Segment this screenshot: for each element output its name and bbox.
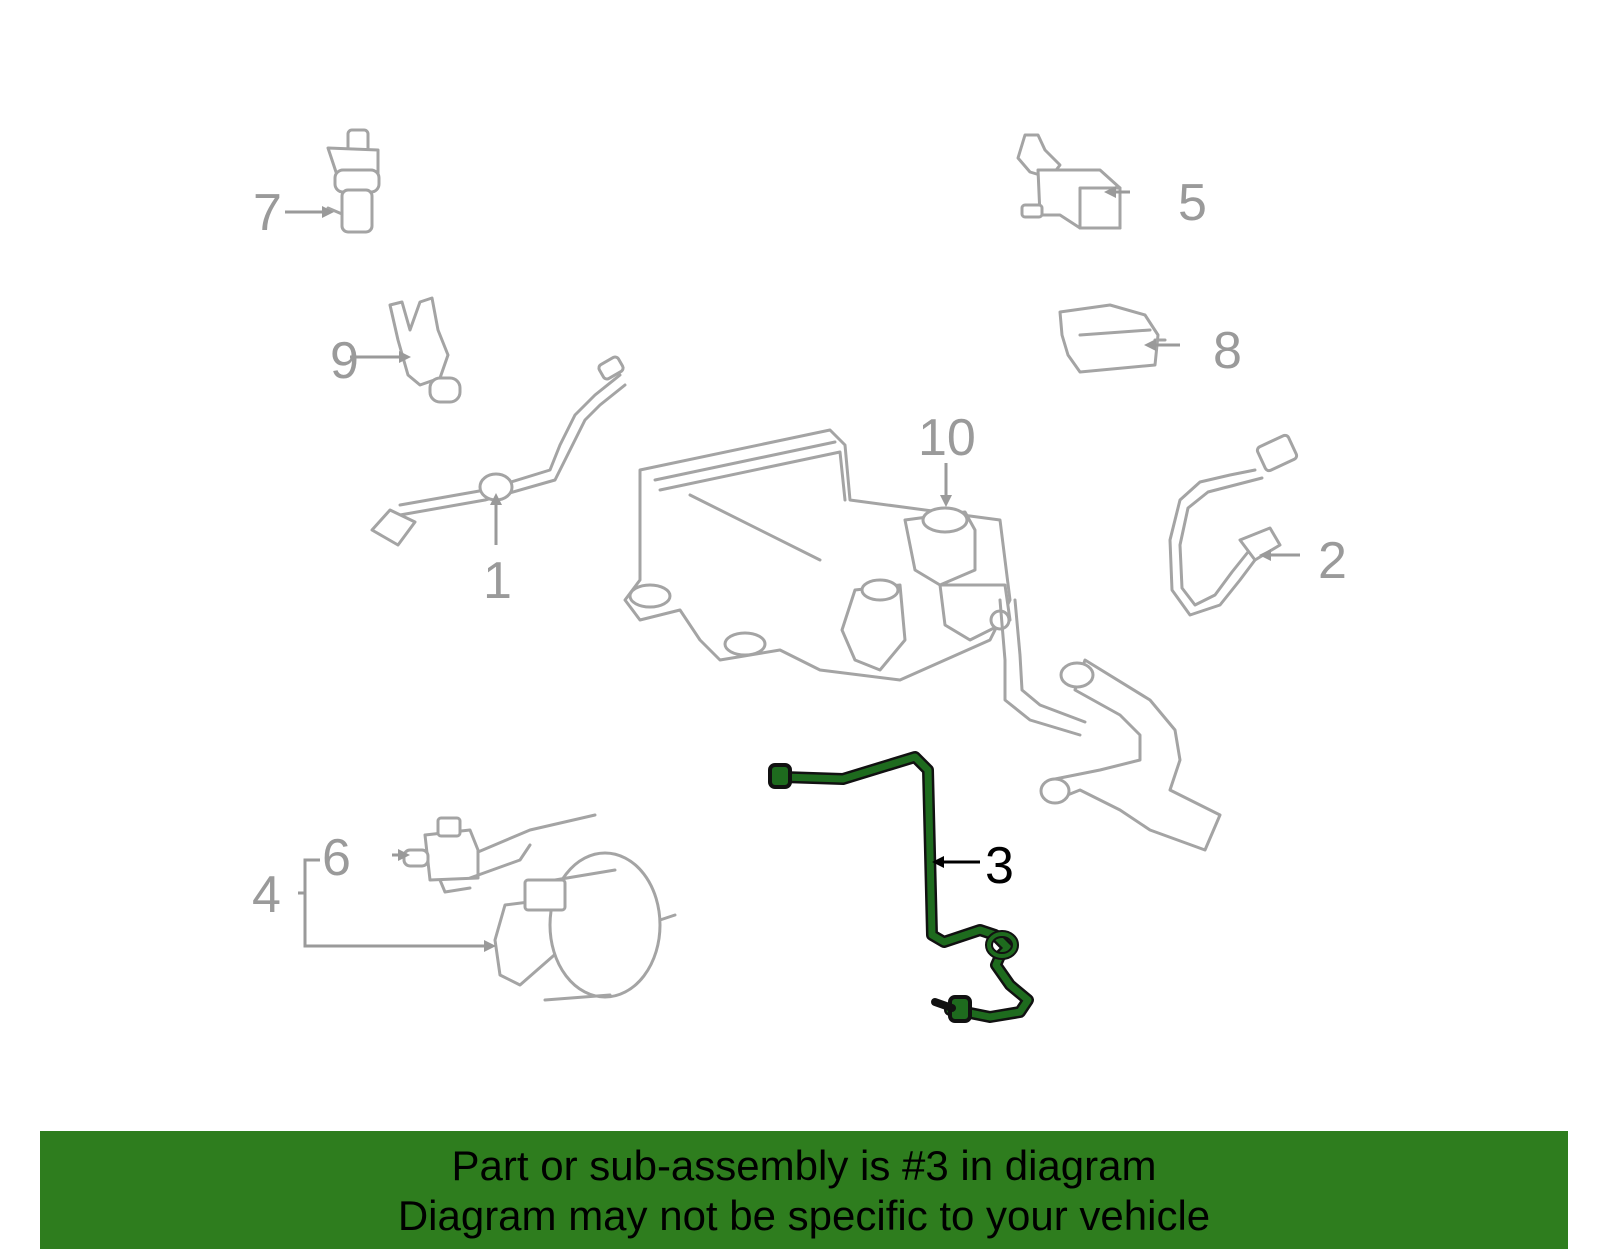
part-1-oxygen-sensor — [370, 355, 627, 547]
part-hose — [1039, 658, 1222, 852]
callout-1: 1 — [483, 552, 512, 610]
part-9-switch — [388, 296, 462, 404]
part-8-module — [1058, 303, 1167, 374]
part-3-highlighted-pipe — [768, 751, 1034, 1023]
callout-numbers: 7 5 9 8 10 1 2 3 6 4 — [252, 174, 1347, 924]
part-4-actuator — [493, 851, 677, 1002]
callout-2: 2 — [1318, 532, 1347, 590]
callout-3: 3 — [985, 837, 1014, 895]
callout-4: 4 — [252, 866, 281, 924]
banner-line-1: Part or sub-assembly is #3 in diagram — [451, 1142, 1157, 1189]
arrowheads — [322, 186, 1271, 952]
part-7-sensor — [326, 128, 381, 234]
callout-9: 9 — [330, 332, 359, 390]
banner-line-2: Diagram may not be specific to your vehi… — [397, 1192, 1211, 1239]
part-6-vsv-valve — [402, 813, 597, 894]
callout-8: 8 — [1213, 322, 1242, 380]
info-banner: Part or sub-assembly is #3 in diagram Di… — [40, 1131, 1568, 1249]
callout-7: 7 — [253, 184, 282, 242]
callout-5: 5 — [1178, 174, 1207, 232]
part-10-charcoal-canister — [623, 428, 1087, 737]
part-5-vsv-valve — [1016, 133, 1122, 230]
callout-10: 10 — [918, 409, 976, 467]
part-2-oxygen-sensor — [1168, 433, 1299, 617]
callout-6: 6 — [322, 829, 351, 887]
